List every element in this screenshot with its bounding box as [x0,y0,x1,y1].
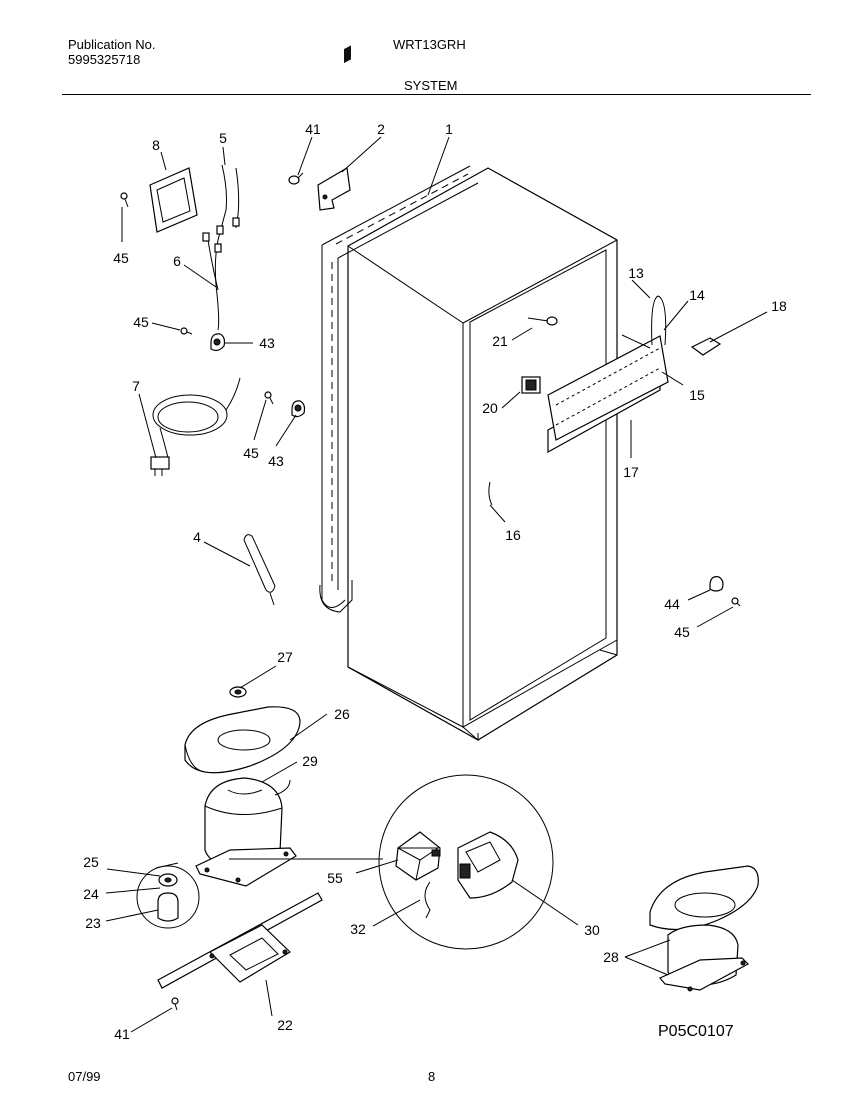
compressor-assembly-28 [649,865,759,992]
callout-4: 4 [193,529,201,545]
part-20 [521,376,541,394]
callout-20: 20 [482,400,498,416]
clip-44 [709,576,724,592]
callout-18: 18 [771,298,787,314]
callout-8: 8 [152,137,160,153]
base-plate-22 [157,892,323,989]
callout-41-top: 41 [305,121,321,137]
callout-24: 24 [83,886,99,902]
callout-44: 44 [664,596,680,612]
callout-23: 23 [85,915,101,931]
callout-27: 27 [277,649,293,665]
part-18 [690,337,722,356]
callout-22: 22 [277,1017,293,1033]
drain-pan-26 [184,706,301,774]
page-number: 8 [428,1069,436,1084]
callout-17: 17 [623,464,639,480]
callout-1: 1 [445,121,453,137]
callout-41-bottom: 41 [114,1026,130,1042]
callout-29: 29 [302,753,318,769]
callout-2: 2 [377,121,385,137]
callout-45-d: 45 [674,624,690,640]
footer-date: 07/99 [68,1069,101,1084]
publication-number: 5995325718 [68,52,141,67]
clip-43-upper [210,333,226,352]
callout-25: 25 [83,854,99,870]
callout-26: 26 [334,706,350,722]
condenser-coil [319,45,479,613]
compressor-29 [195,777,297,887]
callout-32: 32 [350,921,366,937]
callout-45-a: 45 [113,250,129,266]
drier-part-4 [243,534,276,606]
callout-43-upper: 43 [259,335,275,351]
drawing-code: P05C0107 [658,1023,734,1040]
cover-frame-part-8 [149,167,198,233]
publication-label: Publication No. [68,37,156,52]
callout-numbers: 1 2 4 5 6 7 8 13 14 15 16 17 18 20 21 22… [83,121,787,1042]
clip-43-lower [291,400,306,418]
callout-7: 7 [132,378,140,394]
screw-41-bottom [171,997,179,1011]
bracket-part-2 [317,167,351,211]
callout-30: 30 [584,922,600,938]
callout-55: 55 [327,870,343,886]
screw-45-c [264,391,274,405]
callout-21: 21 [492,333,508,349]
callout-28: 28 [603,949,619,965]
callout-6: 6 [173,253,181,269]
callout-16: 16 [505,527,521,543]
screw-41-top [288,172,304,185]
callout-14: 14 [689,287,705,303]
relay-detail-circle [378,774,554,950]
screw-45-a [120,192,129,208]
wire-harness [202,164,240,331]
callout-5: 5 [219,130,227,146]
model-number: WRT13GRH [393,37,466,52]
header-rule [62,94,811,95]
callout-13: 13 [628,265,644,281]
screw-45-d [731,597,741,607]
callout-45-c: 45 [243,445,259,461]
part-16 [488,481,493,506]
leader-lines [105,136,768,1033]
evaporator-coil [547,295,669,454]
part-21 [527,316,558,326]
callout-45-b: 45 [133,314,149,330]
power-cord [150,377,241,476]
screw-45-b [180,327,193,335]
callout-43-lower: 43 [268,453,284,469]
refrigerator-cabinet [347,167,618,742]
callout-15: 15 [689,387,705,403]
section-title: SYSTEM [404,78,458,93]
grommet-27 [229,686,247,698]
mount-detail-circle [136,862,200,929]
